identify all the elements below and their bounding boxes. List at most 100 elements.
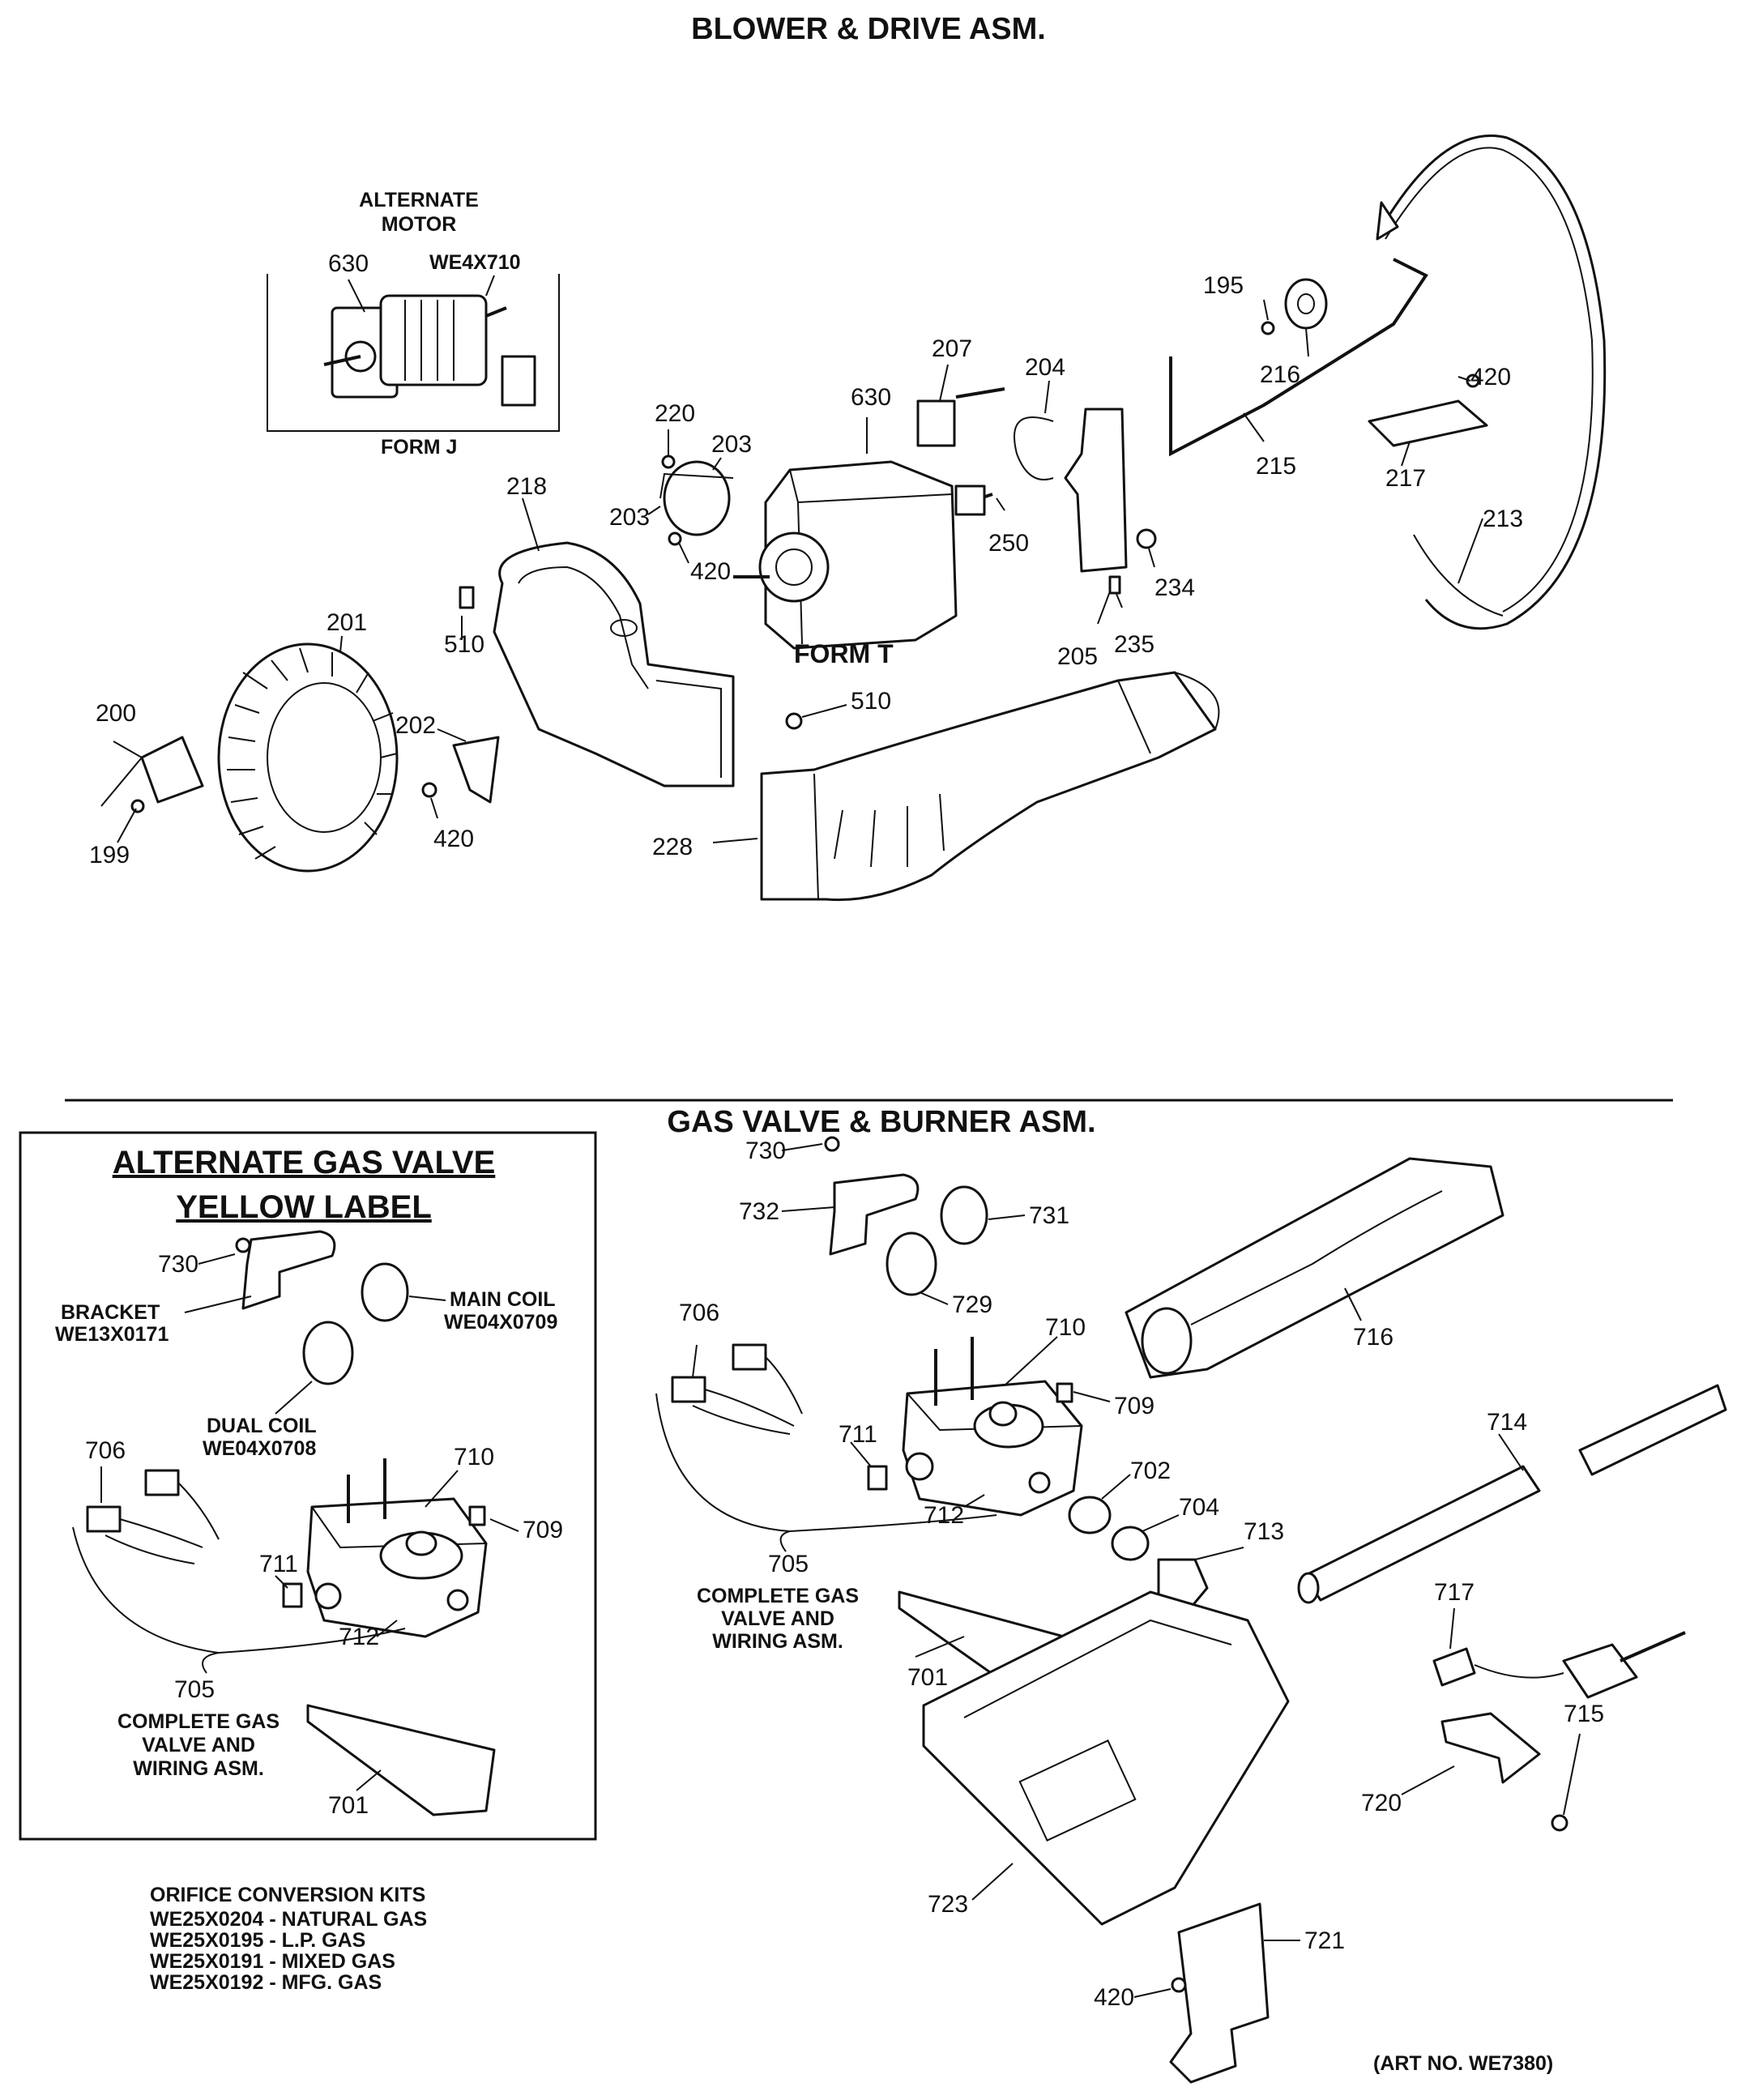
- callout-420-low: 420: [433, 826, 474, 852]
- gas-callout-729: 729: [952, 1291, 992, 1318]
- gas-callout-714: 714: [1487, 1409, 1527, 1436]
- bracket-label: BRACKET: [61, 1301, 160, 1324]
- gas-callout-713: 713: [1244, 1518, 1284, 1545]
- gas-callout-706: 706: [679, 1300, 719, 1326]
- alt-box-title-2: YELLOW LABEL: [176, 1189, 432, 1225]
- blower-wheel-201: [217, 642, 399, 873]
- alt-callout-705: 705: [174, 1676, 215, 1703]
- alt-complete-1: COMPLETE GAS: [117, 1710, 280, 1733]
- gas-callout-709: 709: [1114, 1393, 1154, 1419]
- guide-202: [421, 736, 500, 804]
- callout-203-upper: 203: [711, 431, 752, 458]
- kit-item-2: WE25X0195 - L.P. GAS: [150, 1929, 365, 1952]
- callout-510-right: 510: [851, 688, 891, 715]
- alt-motor-drawing: [323, 275, 536, 407]
- alternate-gas-valve-box: ALTERNATE GAS VALVE YELLOW LABEL BRACKET…: [19, 1131, 597, 1841]
- switch-207: [916, 387, 1005, 447]
- callout-203-lower: 203: [609, 504, 650, 531]
- gas-callout-721: 721: [1304, 1927, 1345, 1954]
- callout-228: 228: [652, 834, 693, 860]
- gas-section-title: GAS VALVE & BURNER ASM.: [667, 1105, 1095, 1139]
- callout-215: 215: [1256, 453, 1296, 480]
- kit-item-4: WE25X0192 - MFG. GAS: [150, 1971, 382, 1994]
- gas-callout-705: 705: [768, 1551, 809, 1577]
- main-coil-label: MAIN COIL: [450, 1288, 556, 1311]
- gas-callout-712: 712: [924, 1502, 964, 1529]
- main-coil-code: WE04X0709: [444, 1311, 557, 1334]
- idler-arm-215: [1169, 258, 1428, 457]
- gas-callout-420: 420: [1094, 1984, 1134, 2011]
- callout-420-mid: 420: [690, 558, 731, 585]
- callout-420-top: 420: [1470, 364, 1511, 391]
- gas-callout-732: 732: [739, 1198, 779, 1225]
- callout-220: 220: [655, 400, 695, 427]
- alt-motor-part-num: 630: [328, 250, 369, 277]
- alt-callout-712: 712: [339, 1624, 379, 1650]
- callout-250: 250: [988, 530, 1029, 557]
- gas-valve-assembly: 730 732 731 729 706 710 716 709 711 702 …: [655, 1136, 1727, 2084]
- callout-199: 199: [89, 842, 130, 869]
- blower-leaders: [100, 299, 1483, 843]
- drum-belt-213: [1376, 134, 1607, 630]
- callout-510-left: 510: [444, 631, 484, 658]
- gas-callout-702: 702: [1130, 1458, 1171, 1484]
- form-t-label: FORM T: [794, 639, 894, 668]
- alt-motor-title-2: MOTOR: [382, 213, 457, 236]
- callout-202: 202: [395, 712, 436, 739]
- dual-coil-label: DUAL COIL: [207, 1415, 317, 1437]
- alt-callout-710: 710: [454, 1444, 494, 1470]
- gas-callout-720: 720: [1361, 1790, 1402, 1816]
- gas-callout-716: 716: [1353, 1324, 1393, 1351]
- motor-630: FORM T: [733, 460, 993, 668]
- callout-217: 217: [1385, 465, 1426, 492]
- alt-motor-frame: [267, 274, 560, 432]
- callout-205: 205: [1057, 643, 1098, 670]
- callout-630: 630: [851, 384, 891, 411]
- gas-callout-715: 715: [1564, 1701, 1604, 1727]
- duct-228: [760, 671, 1220, 902]
- callout-234: 234: [1154, 574, 1195, 601]
- callout-200: 200: [96, 700, 136, 727]
- kit-item-1: WE25X0204 - NATURAL GAS: [150, 1908, 427, 1931]
- alt-motor-form-label: FORM J: [381, 436, 457, 459]
- alt-motor-title-1: ALTERNATE: [359, 189, 479, 211]
- alt-callout-706: 706: [85, 1437, 126, 1464]
- alt-callout-709: 709: [523, 1517, 563, 1543]
- art-number: (ART NO. WE7380): [1373, 2052, 1553, 2075]
- gas-callout-711: 711: [839, 1421, 877, 1448]
- callout-213: 213: [1483, 506, 1523, 532]
- clamp-203: [659, 455, 734, 546]
- gas-callout-710: 710: [1045, 1314, 1086, 1341]
- clip-200: [130, 736, 204, 813]
- bracket-217: [1368, 373, 1488, 447]
- callout-201: 201: [326, 609, 367, 636]
- gas-callout-704: 704: [1179, 1494, 1219, 1521]
- gas-callout-701: 701: [907, 1664, 948, 1691]
- callout-216: 216: [1260, 361, 1300, 388]
- gas-complete-1: COMPLETE GAS: [697, 1585, 859, 1607]
- dual-coil-code: WE04X0708: [203, 1437, 316, 1460]
- alt-box-frame: [19, 1131, 597, 1841]
- kits-title: ORIFICE CONVERSION KITS: [150, 1884, 425, 1906]
- alt-callout-711: 711: [259, 1551, 298, 1577]
- gas-complete-2: VALVE AND: [721, 1607, 834, 1630]
- alternate-motor-inset: ALTERNATE MOTOR 630 WE4X710 FORM J: [267, 189, 560, 459]
- blower-callouts: 195 216 420 215 217 213 207 204 630 220 …: [89, 272, 1523, 869]
- alt-motor-part-code: WE4X710: [429, 251, 521, 274]
- gas-complete-3: WIRING ASM.: [712, 1630, 843, 1653]
- alt-callout-701: 701: [328, 1792, 369, 1819]
- bracket-code: WE13X0171: [55, 1323, 169, 1346]
- gas-callout-731: 731: [1029, 1202, 1069, 1229]
- callout-195: 195: [1203, 272, 1244, 299]
- alt-complete-3: WIRING ASM.: [133, 1757, 264, 1780]
- gas-callout-717: 717: [1434, 1579, 1475, 1606]
- callout-218: 218: [506, 473, 547, 500]
- orifice-kits: ORIFICE CONVERSION KITS WE25X0204 - NATU…: [150, 1884, 427, 1994]
- kit-item-3: WE25X0191 - MIXED GAS: [150, 1950, 395, 1973]
- alt-complete-2: VALVE AND: [142, 1734, 255, 1756]
- callout-235: 235: [1114, 631, 1154, 658]
- alt-callout-730: 730: [158, 1251, 198, 1278]
- bracket-204-205: [1014, 408, 1157, 595]
- idler-pulley-216: [1261, 278, 1328, 335]
